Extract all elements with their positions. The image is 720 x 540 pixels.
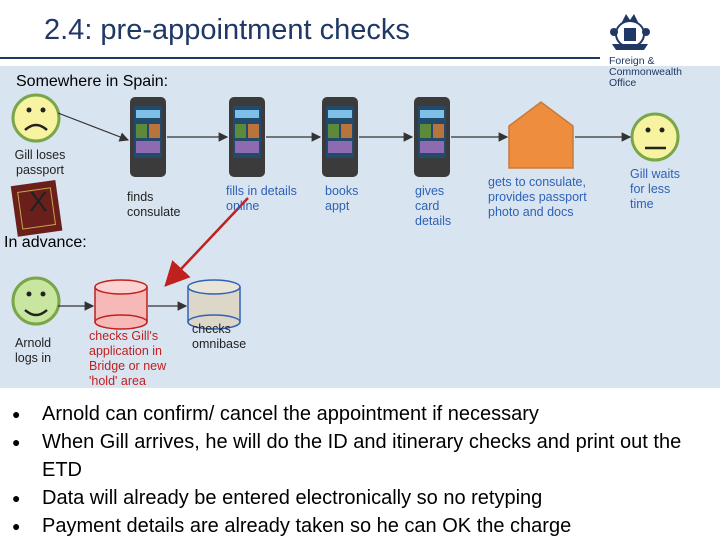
- label-fills-details: fills in details online: [226, 184, 297, 213]
- label-gill-waits: Gill waits for less time: [630, 167, 681, 211]
- section-label-advance: In advance:: [4, 234, 87, 251]
- label-arnold-logs-in: Arnold logs in: [15, 336, 52, 365]
- phone-icon-gives: [414, 97, 450, 177]
- label-books-appt: books appt: [325, 184, 359, 213]
- omnibase-database-icon: [187, 279, 241, 330]
- passport-x-mark: X: [29, 186, 48, 217]
- bullet-item: ●When Gill arrives, he will do the ID an…: [12, 431, 682, 481]
- passport-icon: [10, 180, 63, 237]
- royal-crest-icon: [610, 14, 650, 50]
- bullet-item: ●Payment details are already taken so he…: [12, 515, 572, 537]
- consulate-house-icon: [508, 101, 574, 169]
- label-checks-omnibase: checks omnibase: [192, 322, 247, 351]
- spain-band: [0, 66, 720, 238]
- label-finds-consulate: finds consulate: [127, 190, 181, 219]
- title-underline: [0, 57, 600, 59]
- bullet-item: ●Arnold can confirm/ cancel the appointm…: [12, 403, 539, 425]
- arrow-face-to-phone: [57, 112, 130, 142]
- label-gives-card: gives card details: [415, 184, 452, 228]
- bullet-item: ●Data will already be entered electronic…: [12, 487, 543, 509]
- label-gets-consulate: gets to consulate, provides passport pho…: [488, 175, 587, 219]
- phone-icon-finds: [130, 97, 166, 177]
- fco-logo-text: Foreign & Commonwealth Office: [609, 55, 682, 89]
- bridge-database-icon: [94, 279, 148, 330]
- sad-face-icon: [11, 93, 61, 143]
- phone-icon-books: [322, 97, 358, 177]
- happy-face-icon: [11, 276, 61, 326]
- label-gill-loses: Gill loses passport: [14, 148, 66, 177]
- bullet-list: ●Arnold can confirm/ cancel the appointm…: [12, 400, 702, 540]
- section-label-spain: Somewhere in Spain:: [16, 73, 169, 90]
- label-checks-bridge: checks Gill's application in Bridge or n…: [89, 329, 167, 388]
- phone-icon-fills: [229, 97, 265, 177]
- page-title: 2.4: pre-appointment checks: [44, 14, 410, 46]
- neutral-face-icon: [630, 112, 680, 162]
- red-arrow-to-bridge: [164, 197, 249, 287]
